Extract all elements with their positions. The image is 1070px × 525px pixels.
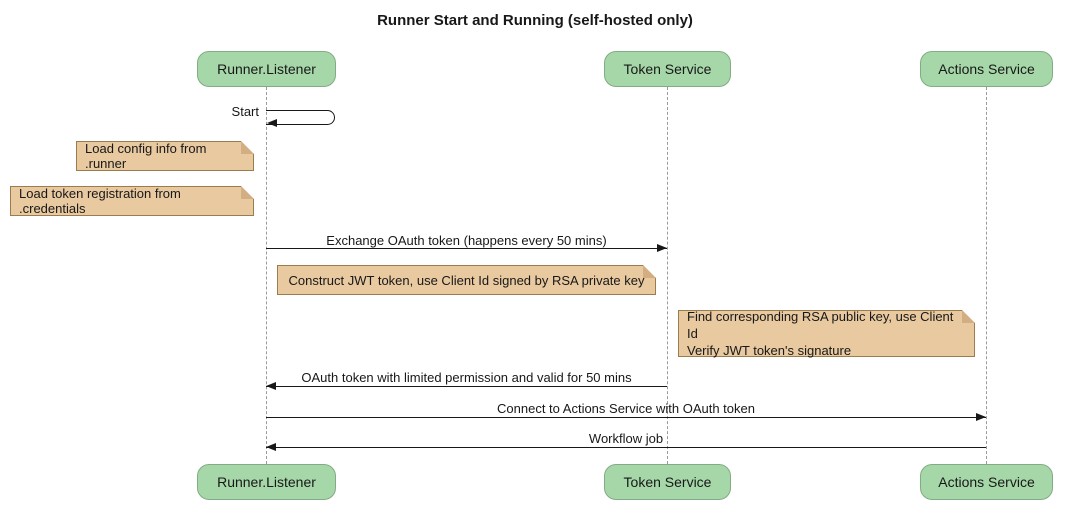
note-construct-jwt: Construct JWT token, use Client Id signe… xyxy=(277,265,656,295)
message-label-connect-actions: Connect to Actions Service with OAuth to… xyxy=(497,401,755,416)
participant-token-service-top: Token Service xyxy=(604,51,731,87)
arrowhead-left-icon xyxy=(266,443,276,451)
note-verify-jwt: Find corresponding RSA public key, use C… xyxy=(678,309,975,358)
message-line xyxy=(266,447,986,448)
lifeline-actions-service xyxy=(986,87,987,464)
message-line xyxy=(266,248,667,249)
message-label-oauth-return: OAuth token with limited permission and … xyxy=(301,370,632,385)
note-verify-jwt-line2: Verify JWT token's signature xyxy=(687,343,852,358)
self-message-loop xyxy=(266,110,335,125)
lifeline-token-service xyxy=(667,87,668,464)
note-load-token-registration: Load token registration from .credential… xyxy=(10,186,254,216)
message-line xyxy=(266,417,986,418)
arrowhead-right-icon xyxy=(657,244,667,252)
diagram-title: Runner Start and Running (self-hosted on… xyxy=(377,12,693,29)
participant-runner-listener-top: Runner.Listener xyxy=(197,51,336,87)
arrowhead-left-icon xyxy=(266,382,276,390)
message-label-exchange-oauth: Exchange OAuth token (happens every 50 m… xyxy=(326,233,607,248)
participant-actions-service-top: Actions Service xyxy=(920,51,1053,87)
participant-actions-service-bottom: Actions Service xyxy=(920,464,1053,500)
arrowhead-right-icon xyxy=(976,413,986,421)
note-load-config: Load config info from .runner xyxy=(76,141,254,171)
participant-token-service-bottom: Token Service xyxy=(604,464,731,500)
arrowhead-left-icon xyxy=(267,119,277,127)
message-label-workflow-job: Workflow job xyxy=(588,431,664,446)
message-label-start: Start xyxy=(231,104,259,119)
participant-runner-listener-bottom: Runner.Listener xyxy=(197,464,336,500)
note-verify-jwt-line1: Find corresponding RSA public key, use C… xyxy=(687,309,954,341)
lifeline-runner-listener xyxy=(266,87,267,464)
message-line xyxy=(266,386,667,387)
